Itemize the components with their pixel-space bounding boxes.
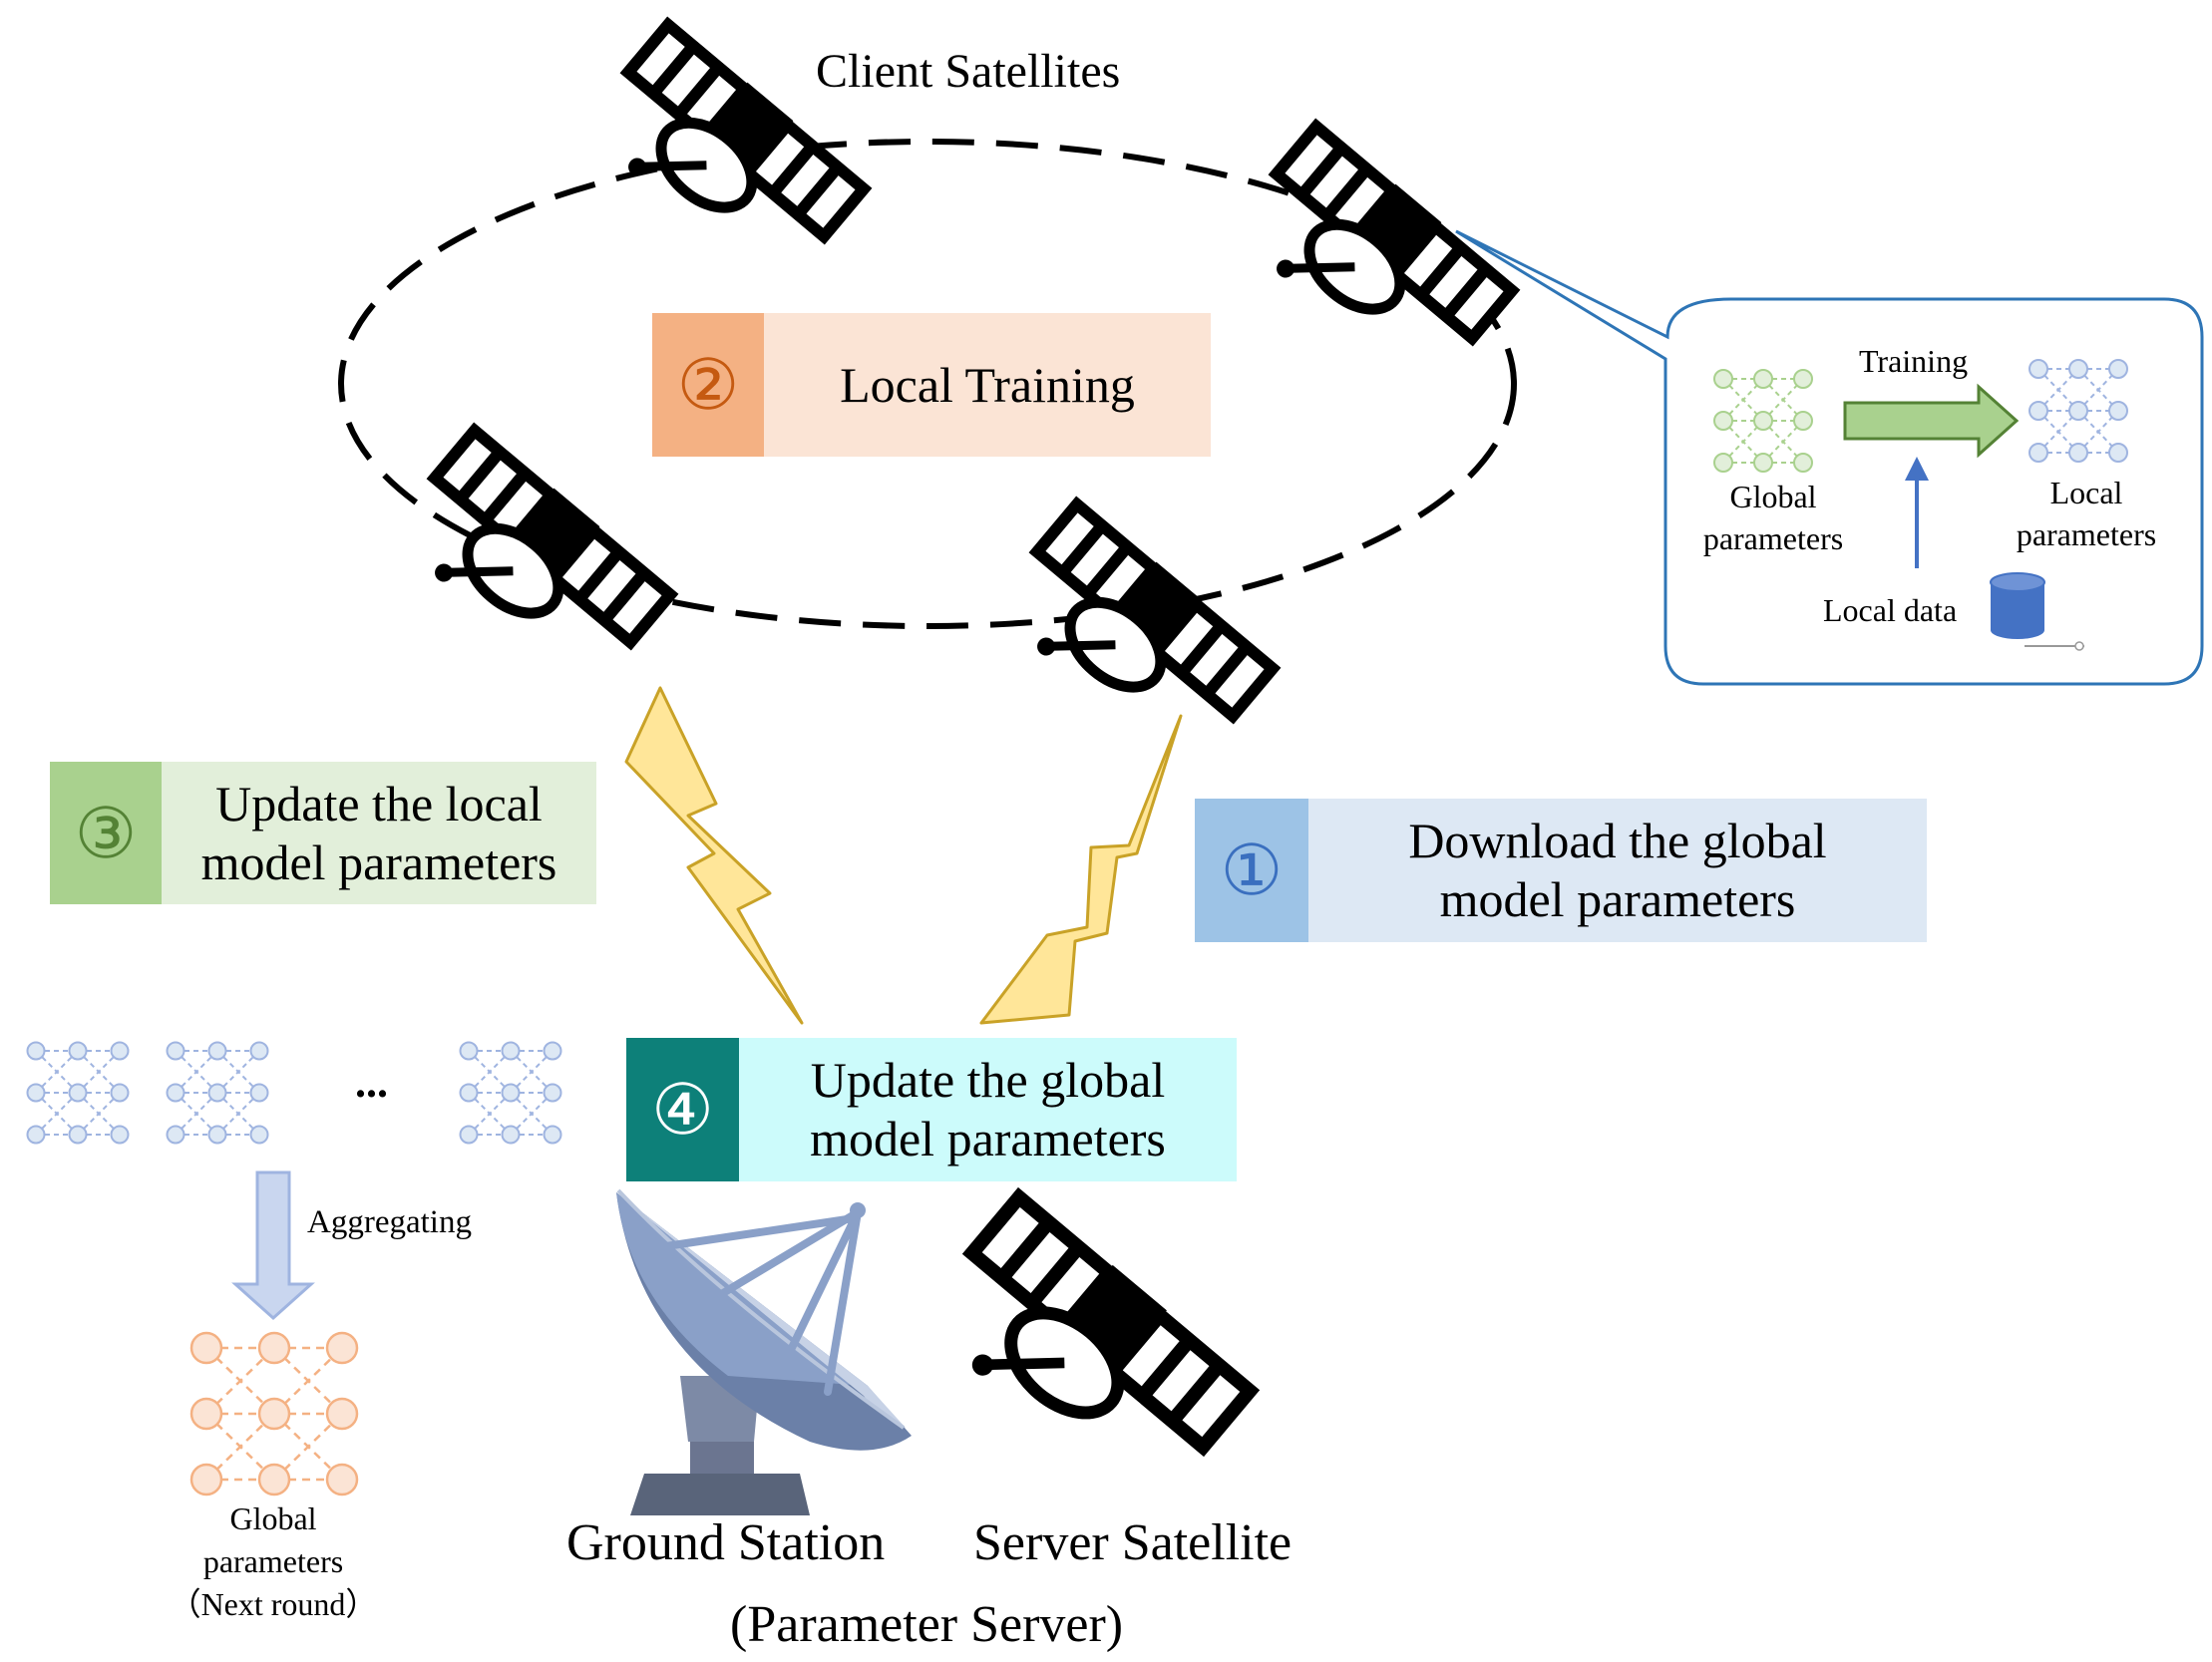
- step-local-training: ② Local Training: [652, 313, 1211, 457]
- step-title-line1: Update the global: [810, 1052, 1166, 1108]
- orbit-ellipse: [338, 139, 1517, 629]
- server-satellite-label: Server Satellite: [973, 1514, 1292, 1571]
- neural-network-icon: [1713, 369, 1813, 473]
- step-number: ③: [74, 794, 138, 872]
- client-satellites-label: Client Satellites: [816, 45, 1121, 98]
- step-title-line2: model parameters: [810, 1111, 1166, 1166]
- aggregating-label: Aggregating: [307, 1204, 472, 1240]
- next-round-global-label-line3: （Next round）: [169, 1586, 378, 1623]
- step-title: Local Training: [840, 356, 1135, 413]
- global-parameters-label: Global parameters: [1691, 477, 1855, 559]
- local-parameters-label-line2: parameters: [2016, 515, 2157, 552]
- step-number: ②: [676, 346, 740, 424]
- step-number-badge: ④: [626, 1038, 739, 1181]
- neural-network-icon: [166, 1041, 269, 1145]
- step-number-badge: ③: [50, 762, 162, 904]
- aggregate-arrow-icon: [231, 1170, 315, 1321]
- step-number-badge: ①: [1195, 799, 1308, 942]
- next-round-global-label-line2: parameters: [202, 1543, 344, 1580]
- satellite-icon: [1228, 122, 1516, 397]
- client-models-row: [26, 1041, 562, 1145]
- neural-network-icon: [26, 1041, 130, 1145]
- ground-station-dish-icon: [616, 1188, 912, 1515]
- step-update-global: ④ Update the global model parameters: [626, 1038, 1237, 1181]
- step-number: ④: [651, 1071, 714, 1149]
- next-round-global-label: Global parameters （Next round）: [150, 1497, 397, 1627]
- step-download-global: ① Download the global model parameters: [1195, 799, 1927, 942]
- neural-network-icon: [189, 1331, 359, 1496]
- step-title-line2: model parameters: [1439, 871, 1796, 927]
- neural-network-icon: [459, 1041, 562, 1145]
- satellite-icon: [386, 426, 674, 701]
- database-icon: [1990, 572, 2084, 651]
- local-parameters-label: Local parameters: [2005, 473, 2168, 555]
- ground-station-label: Ground Station: [566, 1514, 886, 1571]
- global-parameters-label-line1: Global: [1729, 479, 1817, 514]
- next-round-global-label-line1: Global: [229, 1500, 317, 1536]
- step-title-line1: Download the global: [1408, 813, 1827, 868]
- training-label: Training: [1859, 343, 1969, 379]
- lightning-link-icon: [624, 686, 804, 1025]
- step-title-line1: Update the local: [215, 775, 543, 831]
- training-arrow-icon: [1843, 383, 2020, 459]
- neural-network-icon: [2028, 359, 2128, 463]
- step-number-badge: ②: [652, 313, 764, 457]
- global-parameters-label-line2: parameters: [1702, 519, 1844, 556]
- step-number: ①: [1220, 831, 1284, 909]
- satellite-icon: [988, 499, 1277, 775]
- step-title-line2: model parameters: [200, 833, 557, 890]
- parameter-server-label: (Parameter Server): [730, 1596, 1124, 1653]
- local-data-label: Local data: [1823, 592, 1958, 628]
- step-update-local: ③ Update the local model parameters: [50, 762, 596, 904]
- local-training-callout: [1455, 229, 2204, 686]
- local-parameters-label-line1: Local: [2049, 475, 2123, 510]
- lightning-link-icon: [979, 714, 1183, 1025]
- satellite-icon: [915, 1191, 1255, 1515]
- ellipsis-label: ...: [355, 1058, 388, 1107]
